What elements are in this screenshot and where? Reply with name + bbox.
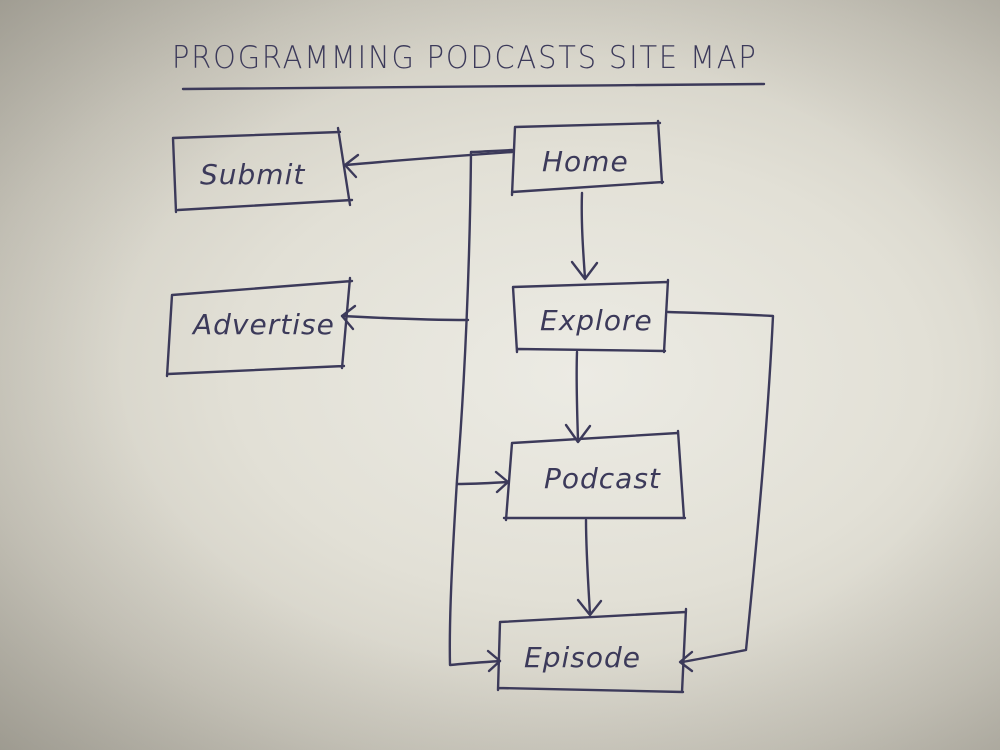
edge-explore-podcast bbox=[575, 350, 580, 442]
node-box-explore bbox=[511, 278, 670, 354]
arrowhead-podcast bbox=[494, 470, 510, 494]
diagram-title: PROGRAMMING PODCASTS SITE MAP bbox=[172, 40, 758, 76]
node-label-podcast: Podcast bbox=[544, 462, 661, 495]
node-label-episode: Episode bbox=[524, 641, 641, 674]
edge-home-trunk bbox=[448, 148, 514, 667]
node-box-advertise bbox=[165, 276, 354, 378]
arrowhead-submit bbox=[343, 153, 360, 179]
edge-home-explore bbox=[580, 191, 587, 280]
arrowhead-advertise bbox=[340, 304, 357, 331]
arrowhead-explore bbox=[570, 260, 599, 281]
node-label-explore: Explore bbox=[540, 304, 653, 337]
node-label-advertise: Advertise bbox=[193, 308, 335, 341]
edge-explore-episode bbox=[666, 310, 775, 664]
node-box-submit bbox=[171, 126, 354, 214]
node-label-home: Home bbox=[542, 145, 629, 178]
title-underline bbox=[181, 82, 766, 91]
arrowhead-episode-top bbox=[576, 598, 603, 617]
node-box-home bbox=[510, 119, 665, 197]
edge-home-advertise bbox=[340, 314, 470, 322]
arrowhead-podcast-top bbox=[564, 423, 592, 444]
node-box-episode bbox=[496, 607, 688, 694]
edge-podcast-episode bbox=[584, 518, 592, 616]
node-label-submit: Submit bbox=[200, 158, 306, 191]
arrowhead-episode-left bbox=[486, 649, 502, 673]
arrowhead-episode-right bbox=[678, 650, 694, 673]
node-box-podcast bbox=[502, 429, 687, 522]
edge-home-submit bbox=[344, 150, 514, 167]
edge-home-podcast bbox=[455, 480, 510, 486]
